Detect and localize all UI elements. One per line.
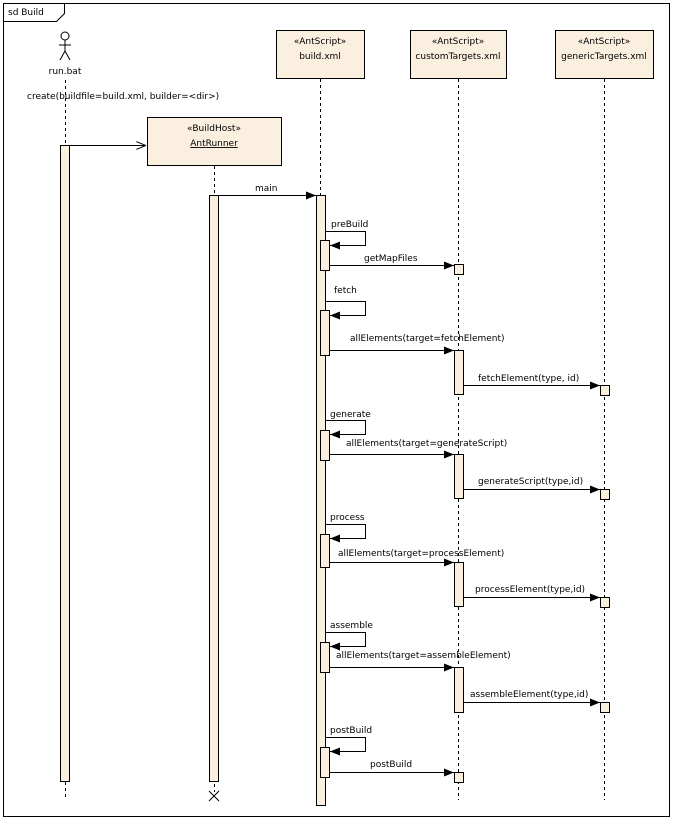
activation-generatescript bbox=[600, 489, 610, 500]
message-label: main bbox=[255, 184, 278, 194]
message-generate: generate bbox=[325, 410, 371, 439]
activation-assemble bbox=[320, 642, 330, 673]
message-fetch: fetch bbox=[325, 286, 366, 320]
message-label: fetchElement(type, id) bbox=[478, 374, 579, 384]
message-label: fetch bbox=[334, 286, 357, 296]
message-label: assembleElement(type,id) bbox=[470, 690, 588, 700]
actor-icon bbox=[60, 31, 70, 41]
message-label: allElements(target=fetchElement) bbox=[350, 334, 505, 344]
activation-prebuild bbox=[320, 240, 330, 271]
frame-title-tab bbox=[3, 3, 65, 22]
message-label: postBuild bbox=[330, 726, 372, 736]
diagram-frame bbox=[3, 3, 670, 817]
participant-stereotype: «AntScript» bbox=[432, 37, 485, 47]
participant-name: genericTargets.xml bbox=[561, 52, 647, 62]
message-fetchelement: fetchElement(type, id) bbox=[463, 374, 600, 390]
message-label: postBuild bbox=[370, 760, 412, 770]
activation-getmapfiles bbox=[454, 264, 464, 275]
participant-build-xml: «AntScript» build.xml bbox=[276, 30, 365, 79]
message-processelement: processElement(type,id) bbox=[463, 585, 600, 602]
message-process: process bbox=[325, 513, 366, 543]
message-label: preBuild bbox=[331, 220, 368, 230]
actor-run-bat: run.bat bbox=[49, 31, 82, 77]
participant-stereotype: «AntScript» bbox=[578, 37, 631, 47]
participant-customtargets-xml: «AntScript» customTargets.xml bbox=[410, 30, 507, 79]
activation-postbuild-custom bbox=[454, 772, 464, 783]
message-label: getMapFiles bbox=[364, 254, 418, 264]
activation-allelements-generate bbox=[454, 454, 464, 499]
activation-run-bat bbox=[60, 145, 70, 782]
message-allelements-process: allElements(target=processElement) bbox=[330, 549, 504, 567]
message-assembleelement: assembleElement(type,id) bbox=[463, 690, 600, 707]
destroy-mark bbox=[208, 790, 220, 802]
message-create: create(buildfile=build.xml, builder=<dir… bbox=[27, 92, 219, 146]
activation-allelements-process bbox=[454, 562, 464, 607]
participant-name: AntRunner bbox=[190, 139, 238, 149]
participant-stereotype: «BuildHost» bbox=[187, 124, 241, 134]
message-label: allElements(target=processElement) bbox=[338, 549, 504, 559]
activation-assembleelement bbox=[600, 702, 610, 713]
message-getmapfiles: getMapFiles bbox=[330, 254, 454, 270]
message-postbuild: postBuild bbox=[325, 726, 372, 756]
activation-generate bbox=[320, 430, 330, 461]
participant-name: customTargets.xml bbox=[415, 52, 500, 62]
message-prebuild: preBuild bbox=[325, 220, 368, 250]
message-label: processElement(type,id) bbox=[475, 585, 585, 595]
participant-stereotype: «AntScript» bbox=[294, 37, 347, 47]
message-label: generate bbox=[330, 410, 371, 420]
frame-title: sd Build bbox=[8, 8, 44, 18]
message-postbuild-call: postBuild bbox=[330, 760, 454, 777]
participant-name: build.xml bbox=[299, 52, 341, 62]
activation-fetchelement bbox=[600, 385, 610, 396]
activation-processelement bbox=[600, 597, 610, 608]
activation-fetch bbox=[320, 310, 330, 356]
message-generatescript: generateScript(type,id) bbox=[463, 477, 600, 494]
message-main: main bbox=[218, 184, 316, 200]
message-label: process bbox=[330, 513, 365, 523]
message-allelements-assemble: allElements(target=assembleElement) bbox=[330, 651, 511, 672]
activation-allelements-assemble bbox=[454, 667, 464, 713]
message-assemble: assemble bbox=[325, 621, 373, 651]
activation-antrunner bbox=[209, 195, 219, 782]
message-label: create(buildfile=build.xml, builder=<dir… bbox=[27, 92, 219, 102]
activation-allelements-fetch bbox=[454, 350, 464, 395]
message-allelements-fetch: allElements(target=fetchElement) bbox=[330, 334, 505, 355]
message-label: assemble bbox=[330, 621, 373, 631]
message-allelements-generate: allElements(target=generateScript) bbox=[330, 439, 507, 459]
participant-generictargets-xml: «AntScript» genericTargets.xml bbox=[555, 30, 654, 79]
message-label: allElements(target=assembleElement) bbox=[336, 651, 511, 661]
activation-postbuild bbox=[320, 747, 330, 778]
participant-antrunner: «BuildHost» AntRunner bbox=[147, 117, 282, 166]
message-label: generateScript(type,id) bbox=[478, 477, 583, 487]
actor-name: run.bat bbox=[49, 67, 82, 77]
message-label: allElements(target=generateScript) bbox=[346, 439, 507, 449]
activation-build-xml bbox=[316, 195, 326, 806]
activation-process bbox=[320, 534, 330, 568]
